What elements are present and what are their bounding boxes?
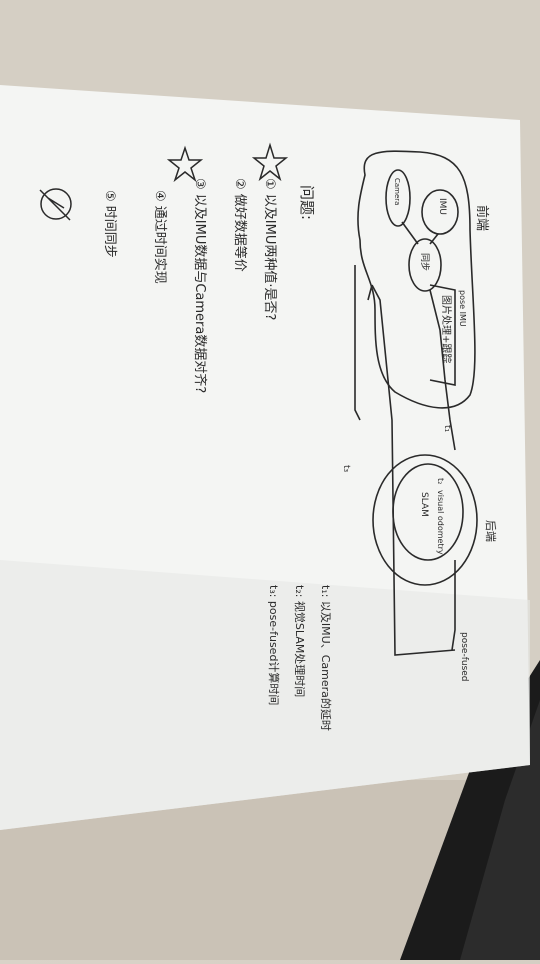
frontend-label: 前端 (474, 205, 490, 231)
edge-t3: t₃ (341, 465, 351, 473)
question-3: ③ 以及IMU数据与Camera数据对齐? (192, 178, 208, 393)
camera-to-sync (401, 221, 419, 245)
imu-label: IMU (437, 198, 447, 215)
visual-label: visual odometry (436, 490, 445, 555)
questions-title: 问题: (298, 185, 316, 220)
slam-label: SLAM (419, 492, 429, 517)
frontend-loop (357, 150, 476, 409)
edge-t2: t₂ (436, 478, 445, 484)
t3-loop-left (354, 265, 361, 421)
question-4: ④ 通过时间实现 (152, 190, 167, 284)
process-box (429, 284, 456, 386)
imu-circle (421, 189, 459, 235)
paper-shade (0, 560, 530, 830)
pose-imu-label: pose IMU (458, 290, 467, 327)
process-label: 图片处理+跟踪 (440, 295, 453, 363)
pose-fused-label: pose-fused (459, 632, 469, 682)
arrowhead (367, 284, 373, 301)
to-pose-fused (451, 560, 456, 651)
backend-label-visible: 后端 (484, 520, 497, 542)
backend-outer (372, 454, 478, 586)
edge-t1: t₁ (442, 425, 452, 433)
diagram-strokes (354, 150, 478, 656)
camera-circle (385, 169, 411, 227)
imu-to-sync (429, 233, 439, 245)
sync-to-backend (429, 289, 456, 451)
sync-label: 同步 (419, 253, 430, 271)
note-t2: t₂: 视觉SLAM处理时间 (293, 585, 307, 697)
note-t1: t₁: 以及IMU、Camera的延时 (319, 585, 333, 731)
question-1: ① 以及IMU两种值·是否? (262, 178, 278, 320)
circled-mark (40, 188, 72, 220)
note-t3: t₃: pose-fused计算时间 (267, 585, 281, 705)
circled-mark-strokes (39, 189, 71, 221)
question-5: ⑤ 时间同步 (102, 190, 117, 258)
camera-label: Camera (393, 178, 401, 205)
t3-loop-right (371, 284, 456, 656)
star-mark-1 (251, 142, 289, 182)
star-mark-2 (166, 145, 204, 183)
sync-circle (408, 238, 442, 292)
question-2: ② 做好数据等价 (232, 178, 248, 272)
